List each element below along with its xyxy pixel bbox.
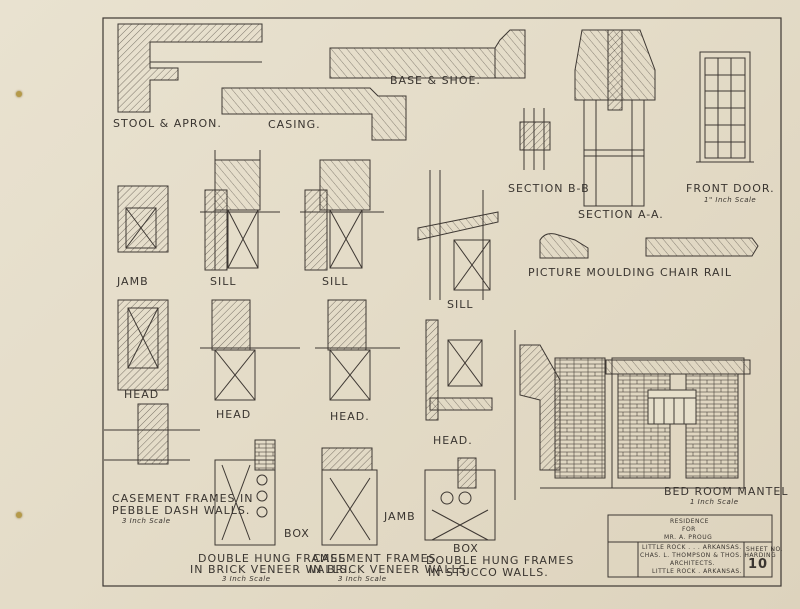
binder-hole-bottom [16, 512, 22, 518]
head-detail-1 [117, 299, 169, 391]
jamb-detail [117, 185, 169, 253]
sill-detail-3 [417, 170, 499, 300]
casement-brick-detail [321, 447, 378, 546]
head-detail-2 [200, 299, 300, 401]
casement-pebble-detail [104, 403, 200, 465]
label-casement-pebble-1: CASEMENT FRAMES IN [112, 492, 254, 505]
label-stool-apron: STOOL & APRON. [113, 117, 222, 130]
label-casement-pebble-2: PEBBLE DASH WALLS. [112, 504, 251, 517]
title-for: FOR [682, 526, 696, 533]
label-double-hung-stucco-1: DOUBLE HUNG FRAMES [426, 554, 575, 567]
label-front-door-scale: 1" Inch Scale [704, 196, 757, 204]
head-detail-4 [425, 319, 493, 421]
picture-moulding-profile [539, 233, 589, 259]
front-door-elevation [696, 51, 754, 163]
casing-detail [221, 87, 407, 141]
label-sill-1: SILL [210, 275, 237, 288]
label-box-2: BOX [453, 542, 479, 555]
label-double-hung-brick-1: DOUBLE HUNG FRAMES [198, 552, 347, 565]
title-sheet-label: SHEET No. [746, 546, 783, 553]
label-head-2: HEAD [216, 408, 252, 421]
label-section-bb: SECTION B-B [508, 182, 590, 195]
title-location: LITTLE ROCK . . . ARKANSAS. [642, 544, 742, 551]
sill-detail-2 [300, 159, 384, 271]
label-base-shoe: BASE & SHOE. [390, 74, 481, 87]
double-hung-brick-detail [214, 439, 276, 546]
binder-hole-top [16, 91, 22, 97]
label-sill-3: SILL [447, 298, 474, 311]
title-architects-location: LITTLE ROCK . ARKANSAS. [652, 568, 743, 575]
label-jamb-2: JAMB [384, 510, 416, 523]
head-detail-3 [315, 299, 400, 401]
label-jamb-1: JAMB [117, 275, 149, 288]
label-picture-moulding: PICTURE MOULDING [528, 266, 656, 279]
label-head-1: HEAD [124, 388, 160, 401]
title-block-frame [607, 514, 773, 578]
label-bed-room-mantel: BED ROOM MANTEL [664, 485, 789, 498]
section-bb-detail [519, 108, 551, 170]
label-sill-2: SILL [322, 275, 349, 288]
title-architects: ARCHITECTS. [670, 560, 715, 567]
bed-room-mantel-detail [514, 330, 751, 500]
label-section-aa: SECTION A-A. [578, 208, 664, 221]
label-head-4: HEAD. [433, 434, 473, 447]
label-head-3: HEAD. [330, 410, 370, 423]
section-aa-detail [574, 29, 656, 207]
label-casement-pebble-scale: 3 Inch Scale [122, 517, 171, 525]
label-casement-brick-1: CASEMENT FRAMES [313, 552, 437, 565]
label-casing: CASING. [268, 118, 321, 131]
label-casement-brick-scale: 3 Inch Scale [338, 575, 387, 583]
stool-apron-detail [117, 23, 263, 113]
label-double-hung-brick-scale: 3 Inch Scale [222, 575, 271, 583]
title-architects-names: CHAS. L. THOMPSON & THOS. HARDING [640, 552, 777, 559]
sheet-border [102, 17, 782, 587]
label-double-hung-stucco-2: IN STUCCO WALLS. [428, 566, 549, 579]
label-double-hung-brick-2: IN BRICK VENEER WALLS. [190, 563, 353, 576]
sill-detail-1 [200, 150, 280, 271]
title-residence: RESIDENCE [670, 518, 709, 525]
double-hung-stucco-detail [424, 457, 496, 541]
title-client: MR. A. PROUG [664, 534, 713, 541]
title-sheet-number: 10 [748, 557, 769, 572]
label-front-door: FRONT DOOR. [686, 182, 775, 195]
label-bed-room-mantel-scale: 1 Inch Scale [690, 498, 739, 506]
chair-rail-profile [645, 237, 759, 257]
label-casement-brick-2: IN BRICK VENEER WALLS. [309, 563, 472, 576]
base-shoe-detail [329, 29, 526, 79]
label-box-1: BOX [284, 527, 310, 540]
label-chair-rail: CHAIR RAIL [660, 266, 732, 279]
